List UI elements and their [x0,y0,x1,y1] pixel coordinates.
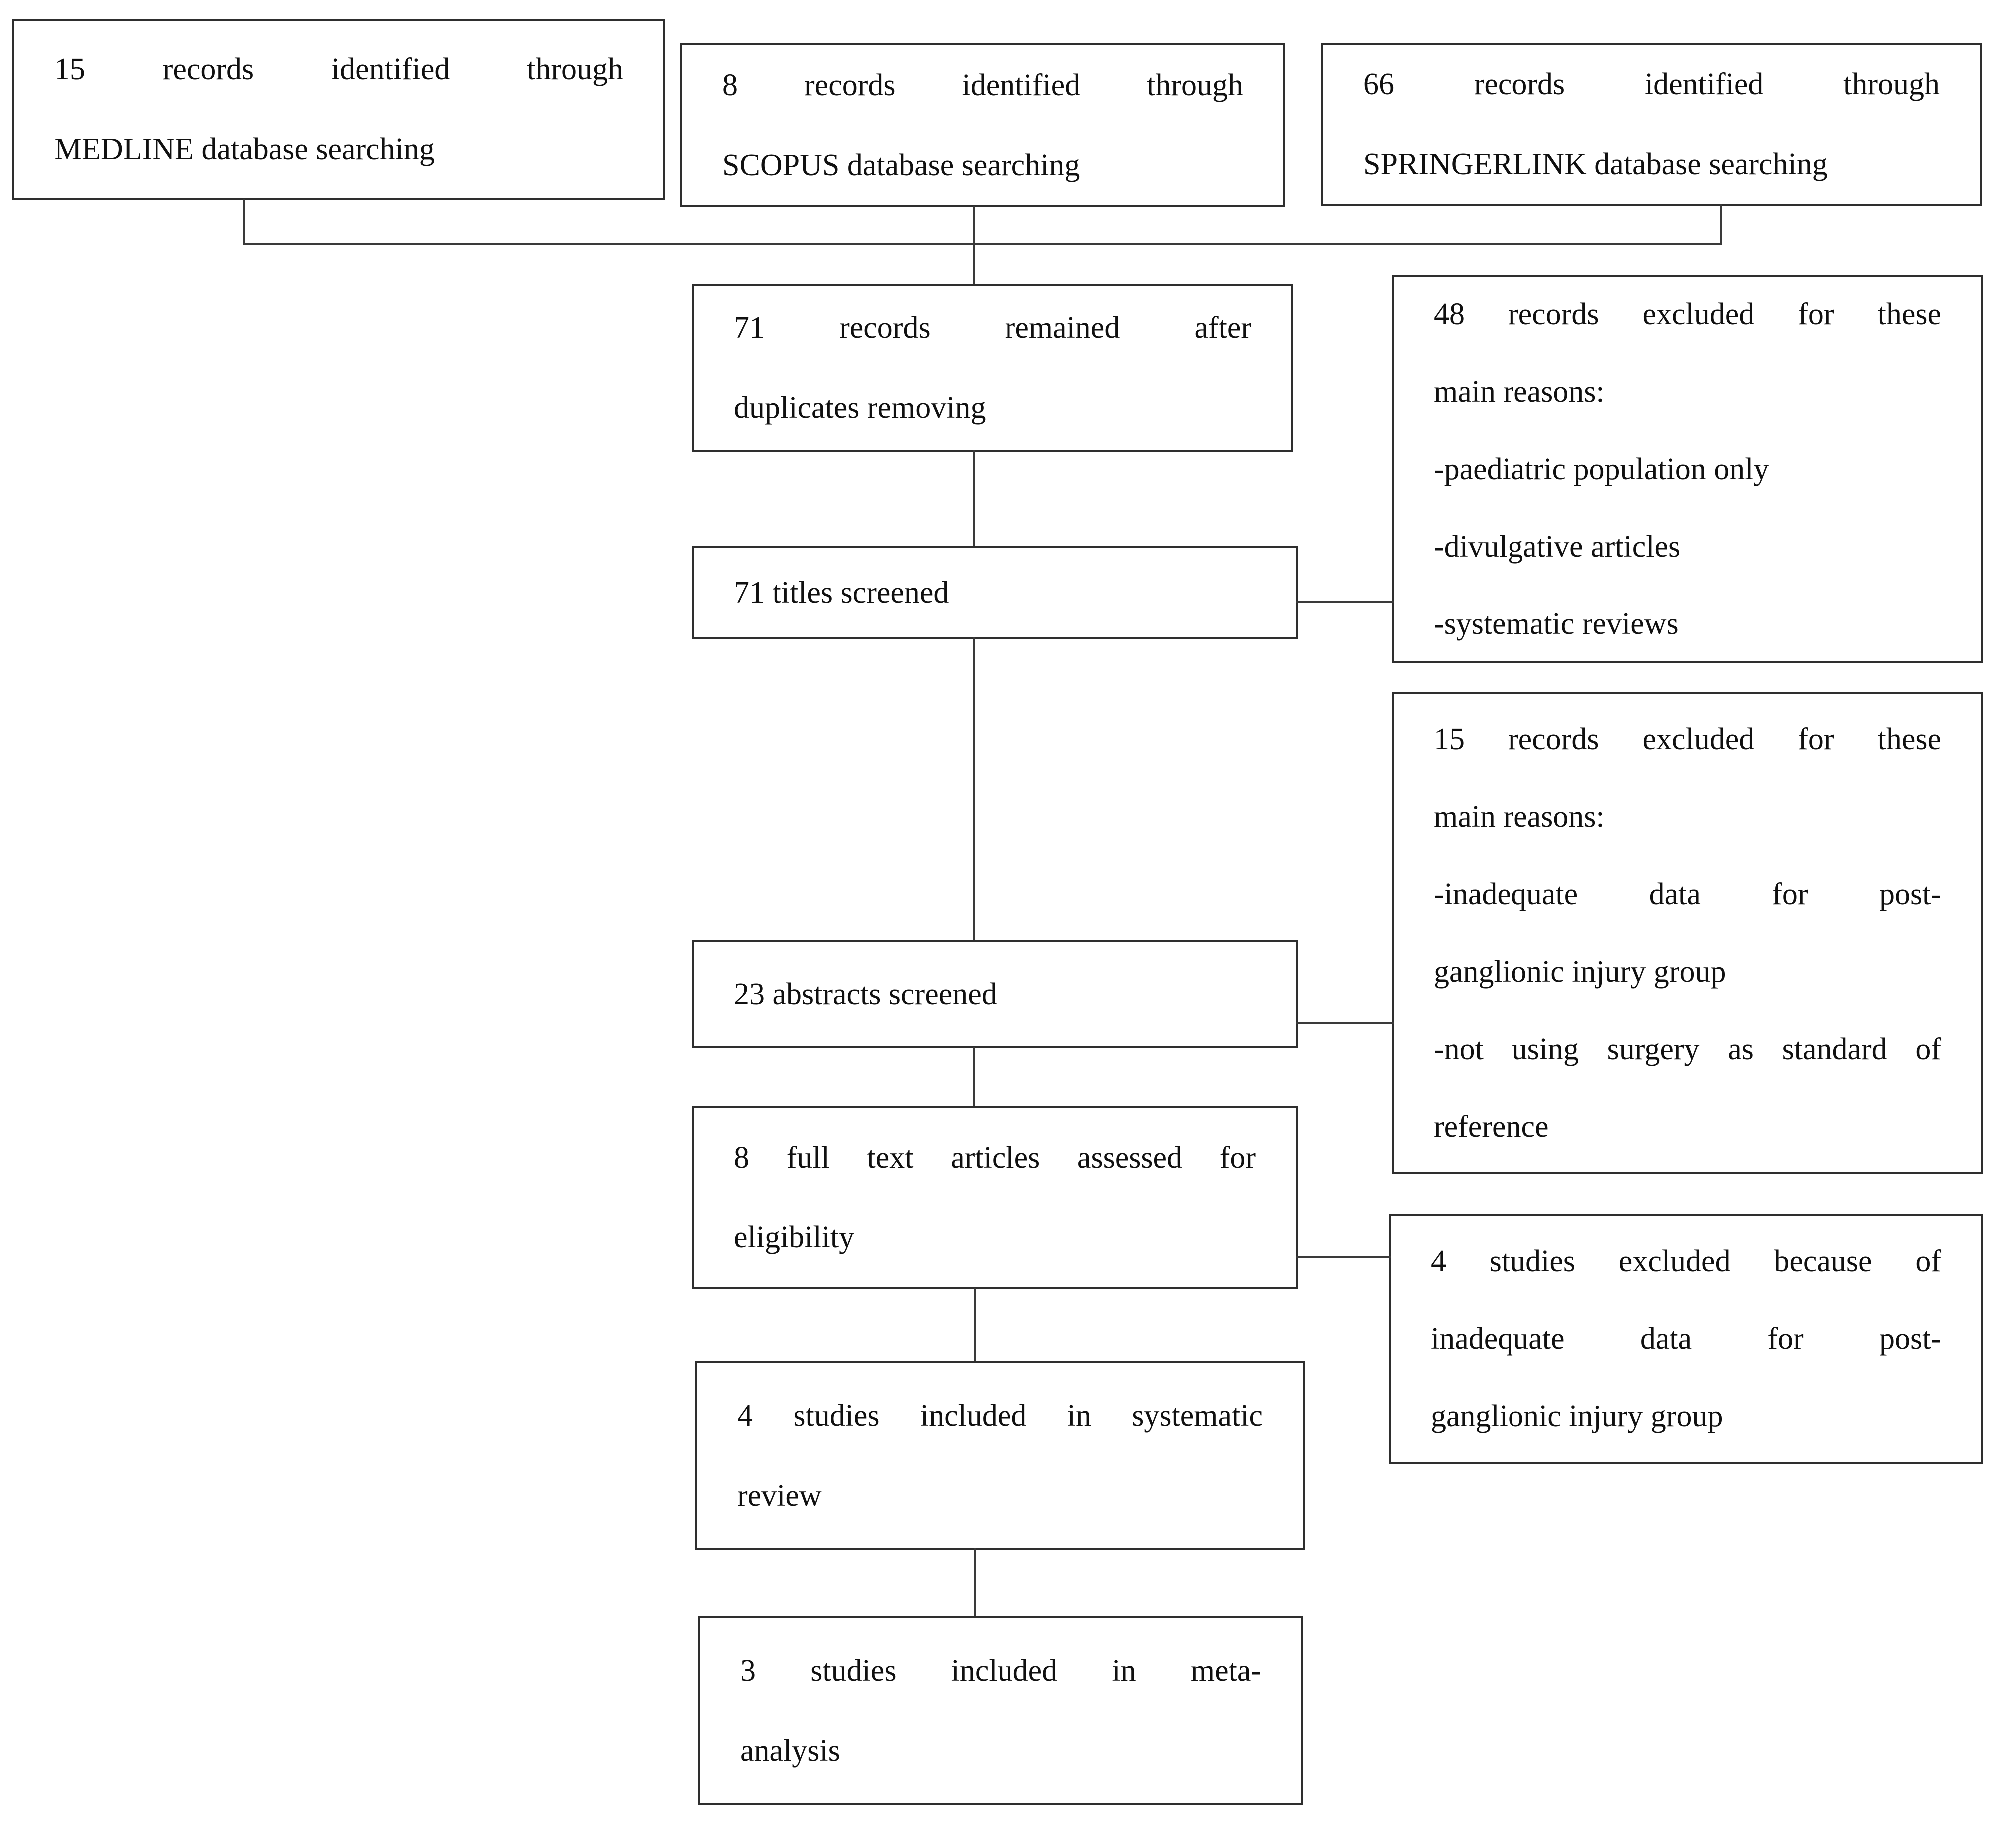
box-text-line: SPRINGERLINK database searching [1363,147,1828,181]
box-text-line: 71 titles screened [734,576,949,610]
box-duplicates-removed: 71 records remained after duplicates rem… [692,284,1293,452]
box-text-line: SCOPUS database searching [722,148,1080,182]
box-text-line: main reasons: [1434,799,1605,834]
box-excluded-48: 48 records excluded for these main reaso… [1392,275,1983,663]
box-text-line: main reasons: [1434,374,1605,409]
connector-fulltext-to-systematic [974,1288,976,1361]
box-text-line: 23 abstracts screened [734,977,997,1011]
box-systematic-review: 4 studies included in systematic review [695,1361,1305,1550]
connector-titles-to-excluded48 [1296,601,1394,603]
box-text-line: analysis [740,1733,840,1768]
connector-abstracts-to-fulltext [973,1047,975,1106]
box-text-line: 4 studies included in systematic [737,1398,1263,1433]
connector-abstracts-to-excluded15 [1296,1022,1394,1024]
box-text-line: eligibility [734,1221,855,1254]
box-titles-screened: 71 titles screened [692,546,1298,639]
box-text-line: 71 records remained after [734,311,1251,345]
box-text-line: 8 records identified through [722,68,1243,102]
connector-springerlink-stub [1720,204,1722,245]
connector-merge-horizontal [243,243,1722,245]
box-text-line: review [737,1478,822,1513]
box-text-line: 8 full text articles assessed for [734,1141,1256,1175]
connector-medline-stub [243,199,245,245]
box-text-line: reference [1434,1109,1549,1144]
box-text-line: -paediatric population only [1434,452,1769,486]
box-text-line: 66 records identified through [1363,67,1940,101]
connector-scopus-to-duplicates [973,206,975,285]
box-meta-analysis: 3 studies included in meta- analysis [698,1616,1303,1805]
box-text-line: -not using surgery as standard of [1434,1032,1941,1066]
box-text-line: 15 records excluded for these [1434,722,1941,756]
connector-duplicates-to-titles [973,450,975,546]
connector-titles-to-abstracts [973,637,975,940]
box-records-scopus: 8 records identified through SCOPUS data… [680,43,1285,207]
box-text-line: -divulgative articles [1434,529,1681,564]
box-text-line: 48 records excluded for these [1434,297,1941,331]
box-text-line: 4 studies excluded because of [1431,1244,1941,1278]
connector-fulltext-to-excluded4 [1296,1256,1391,1258]
box-abstracts-screened: 23 abstracts screened [692,940,1298,1048]
box-text-line: 15 records identified through [54,52,623,86]
box-text-line: MEDLINE database searching [54,132,435,166]
box-text-line: inadequate data for post- [1431,1321,1941,1356]
box-excluded-15: 15 records excluded for these main reaso… [1392,692,1983,1174]
box-records-springerlink: 66 records identified through SPRINGERLI… [1321,43,1982,206]
box-text-line: -inadequate data for post- [1434,877,1941,911]
box-text-line: ganglionic injury group [1431,1399,1723,1433]
box-text-line: duplicates removing [734,391,986,425]
box-excluded-4: 4 studies excluded because of inadequate… [1389,1214,1983,1464]
box-fulltext-assessed: 8 full text articles assessed for eligib… [692,1106,1298,1289]
connector-systematic-to-meta [974,1548,976,1616]
box-text-line: -systematic reviews [1434,607,1679,641]
box-text-line: ganglionic injury group [1434,954,1726,989]
box-records-medline: 15 records identified through MEDLINE da… [12,19,665,200]
box-text-line: 3 studies included in meta- [740,1653,1261,1688]
